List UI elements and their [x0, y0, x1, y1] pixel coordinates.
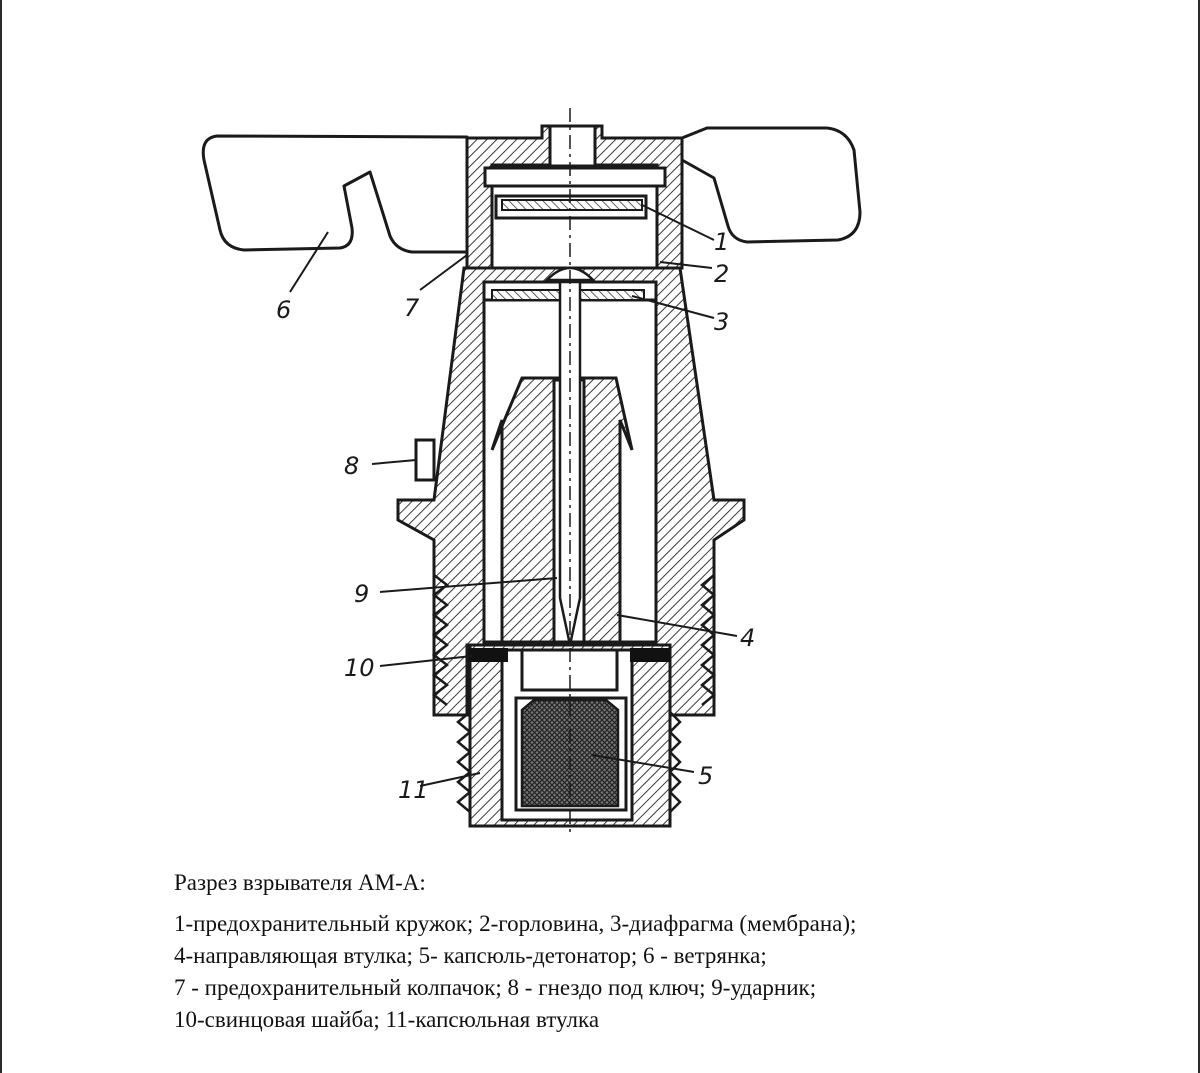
caption-title: Разрез взрывателя АМ-А: — [174, 870, 426, 895]
vane-blades — [201, 126, 862, 254]
callout-2: 2 — [714, 260, 729, 288]
callout-5: 5 — [698, 762, 713, 790]
callout-4: 4 — [740, 624, 755, 652]
detonator-capsule — [520, 698, 620, 808]
wrench-socket — [414, 438, 436, 482]
lead-washer — [468, 648, 670, 662]
safety-cap — [465, 124, 684, 270]
callout-9: 9 — [354, 580, 369, 608]
caption-line-2: 4-направляющая втулка; 5- капсюль-детона… — [174, 943, 767, 968]
figure-caption: Разрез взрывателя АМ-А: 1-предохранитель… — [174, 868, 1134, 1036]
fuze-cross-section-diagram: 1 2 3 4 5 6 7 8 9 10 11 — [201, 108, 862, 832]
callouts: 1 2 3 4 5 6 7 8 9 10 11 — [276, 228, 755, 804]
callout-7: 7 — [404, 294, 420, 322]
callout-1: 1 — [714, 228, 729, 256]
caption-line-1: 1-предохранительный кружок; 2-горловина,… — [174, 911, 857, 936]
callout-11: 11 — [398, 776, 429, 804]
threads — [431, 574, 716, 813]
callout-8: 8 — [344, 452, 359, 480]
callout-6: 6 — [276, 296, 291, 324]
caption-line-4: 10-свинцовая шайба; 11-капсюльная втулка — [174, 1007, 600, 1032]
leader-lines — [289, 204, 738, 787]
callout-3: 3 — [714, 308, 729, 336]
callout-10: 10 — [344, 654, 375, 682]
caption-line-3: 7 - предохранительный колпачок; 8 - гнез… — [174, 975, 817, 1000]
